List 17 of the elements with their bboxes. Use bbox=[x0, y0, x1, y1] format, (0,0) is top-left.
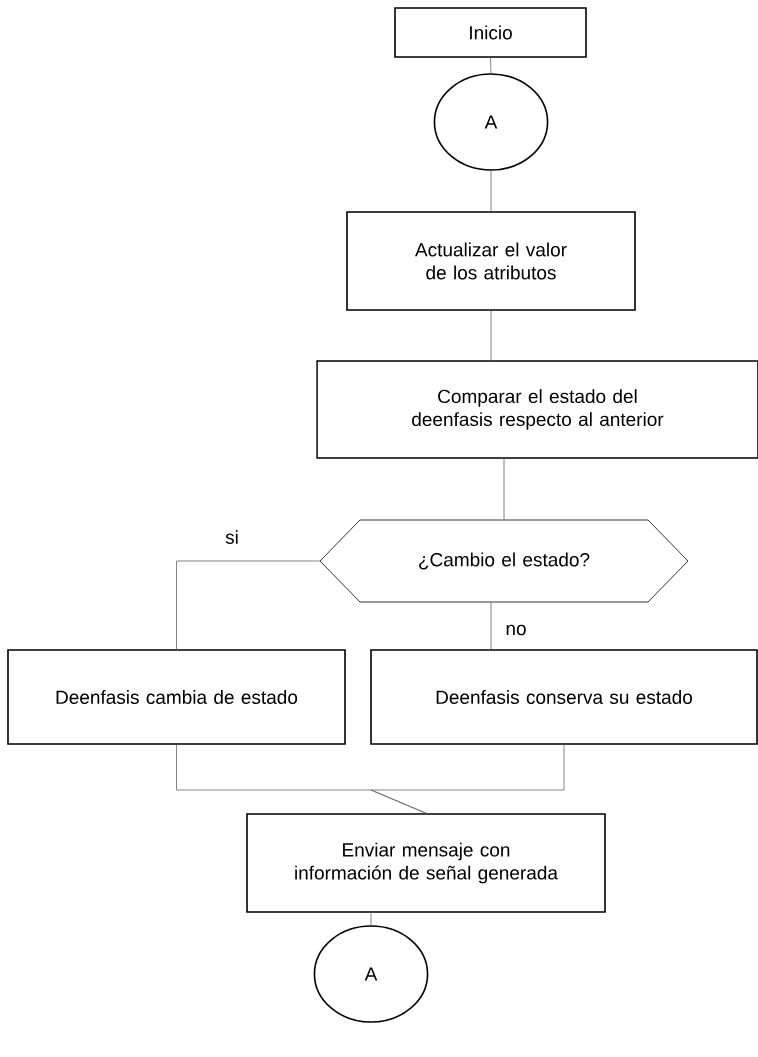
connector-line bbox=[490, 170, 492, 212]
connector-line bbox=[490, 57, 492, 74]
process-box: Enviar mensaje con información de señal generada bbox=[246, 813, 606, 913]
process-box: Deenfasis cambia de estado bbox=[7, 649, 346, 745]
process-box: Comparar el estado del deenfasis respecto al anterior bbox=[316, 360, 758, 459]
connector-line bbox=[176, 560, 321, 650]
process-box: Actualizar el valor de los atributos bbox=[346, 211, 636, 311]
decision-hexagon: ¿Cambio el estado? bbox=[319, 519, 689, 603]
connector-line bbox=[490, 601, 492, 650]
connector-line bbox=[370, 912, 372, 926]
edge-label: no bbox=[504, 623, 528, 637]
edge-label: si bbox=[224, 529, 240, 545]
connector-line bbox=[490, 310, 492, 361]
process-box: Inicio bbox=[394, 7, 587, 58]
connector-line bbox=[503, 458, 505, 521]
connector-line bbox=[370, 744, 565, 814]
process-box: Deenfasis conserva su estado bbox=[370, 649, 758, 745]
